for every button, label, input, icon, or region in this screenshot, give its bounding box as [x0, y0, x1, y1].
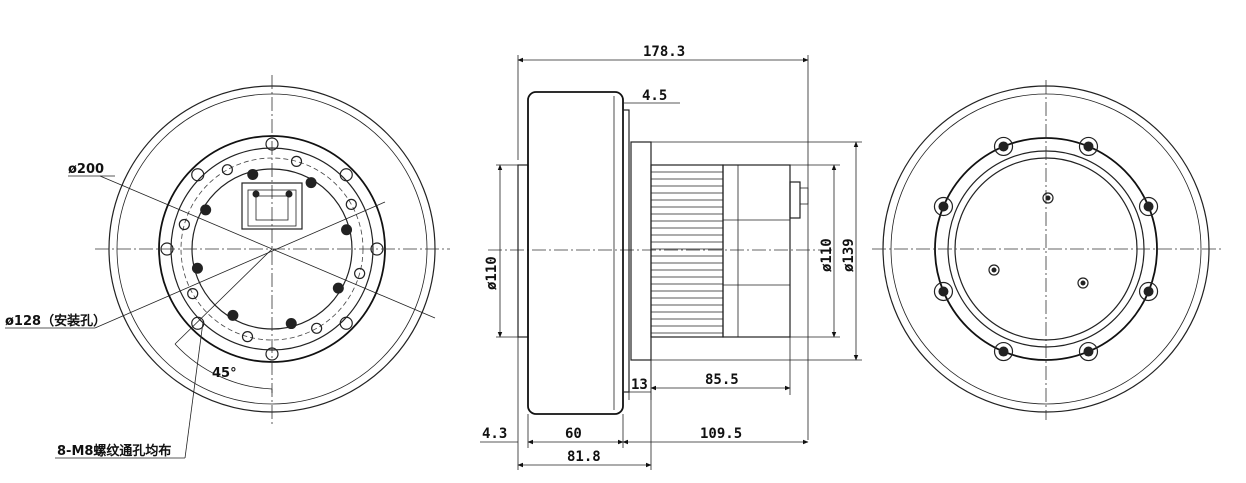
bolt-hole — [345, 198, 357, 210]
motor-fins — [650, 164, 724, 338]
bolt-head — [200, 204, 212, 216]
rear-bolt-head — [1143, 201, 1154, 212]
connector-side — [789, 181, 801, 219]
dim-motor-length: 85.5 — [705, 372, 739, 388]
rear-bolt-head — [1083, 346, 1094, 357]
bolt-head — [332, 282, 344, 294]
bolt-hole — [187, 288, 199, 300]
label-outer-diameter: ø200 — [68, 162, 104, 177]
rear-view — [872, 80, 1222, 420]
rear-bolt-hole — [933, 196, 954, 217]
motor-end-cap — [722, 164, 791, 338]
rear-bolt-head — [938, 201, 949, 212]
leader-mount-diameter — [94, 201, 386, 329]
bolt-hole — [241, 331, 254, 343]
rear-bolt-hole-group — [933, 136, 1159, 362]
rim-hole — [339, 316, 353, 330]
label-mount-circle: ø128（安装孔） — [5, 313, 106, 329]
rear-bolt-hole — [1078, 136, 1099, 157]
dim-overall-length: 178.3 — [643, 44, 685, 60]
dim-right-length: 109.5 — [700, 426, 742, 442]
rear-bolt-hole — [933, 281, 954, 302]
bolt-head — [247, 168, 259, 180]
rear-bolt-head — [1083, 141, 1094, 152]
shaft-stub — [517, 164, 529, 338]
dim-shaft-diameter: ø110 — [484, 256, 500, 290]
rear-bolt-hole — [993, 136, 1014, 157]
angle-ray — [174, 248, 273, 345]
angle-arc — [174, 343, 273, 390]
rear-bolt-hole — [1138, 281, 1159, 302]
bolt-head — [285, 318, 297, 330]
rear-bolt-head — [938, 286, 949, 297]
bolt-hole — [221, 164, 233, 176]
leader-od-diameter — [99, 175, 436, 319]
dim-wheel-width: 60 — [565, 426, 582, 442]
rim-hole — [191, 316, 205, 330]
rim-hole-group — [160, 137, 384, 361]
mount-flange — [630, 141, 652, 361]
flange-plate — [622, 109, 630, 393]
bolt-head — [227, 309, 239, 321]
rear-bolt-hole — [993, 341, 1014, 362]
bolt-head — [191, 262, 203, 274]
rim-hole — [191, 168, 205, 182]
rim-hole — [339, 168, 353, 182]
rear-bolt-head — [1143, 286, 1154, 297]
bolt-head — [341, 224, 353, 236]
bolt-hole-group — [178, 155, 366, 343]
label-holes: 8-M8螺纹通孔均布 — [57, 443, 171, 459]
dim-body-diameter: ø110 — [819, 238, 835, 272]
connector-box — [241, 182, 303, 230]
leader-holes — [184, 321, 204, 459]
rim-hole — [370, 242, 384, 256]
bolt-hole — [354, 267, 366, 280]
rear-bolt-head — [998, 141, 1009, 152]
label-angle: 45° — [212, 366, 237, 381]
side-view: 178.3 4.5 ø110 ø110 ø139 13 85.5 — [480, 44, 862, 470]
rear-bolt-hole — [1138, 196, 1159, 217]
bolt-hole — [178, 218, 190, 231]
dim-combined-width: 81.8 — [567, 449, 601, 465]
rim-hole — [265, 137, 279, 151]
dim-flange-thickness: 13 — [631, 377, 648, 393]
bolt-hole — [311, 322, 323, 334]
dim-left-offset: 4.3 — [482, 426, 507, 442]
rear-bolt-hole — [1078, 341, 1099, 362]
dim-flange-gap: 4.5 — [642, 88, 667, 104]
front-view: ø200 ø128（安装孔） 45° 8-M8螺纹通孔均布 — [5, 75, 450, 459]
bolt-hole — [290, 155, 303, 167]
fin-lines — [651, 171, 723, 334]
wheel-tyre — [527, 91, 624, 415]
rim-hole — [160, 242, 174, 256]
bolt-head — [305, 177, 317, 189]
rear-small-holes — [988, 192, 1089, 289]
rear-bolt-head — [998, 346, 1009, 357]
rim-hole — [265, 347, 279, 361]
dim-flange-diameter: ø139 — [841, 238, 857, 272]
